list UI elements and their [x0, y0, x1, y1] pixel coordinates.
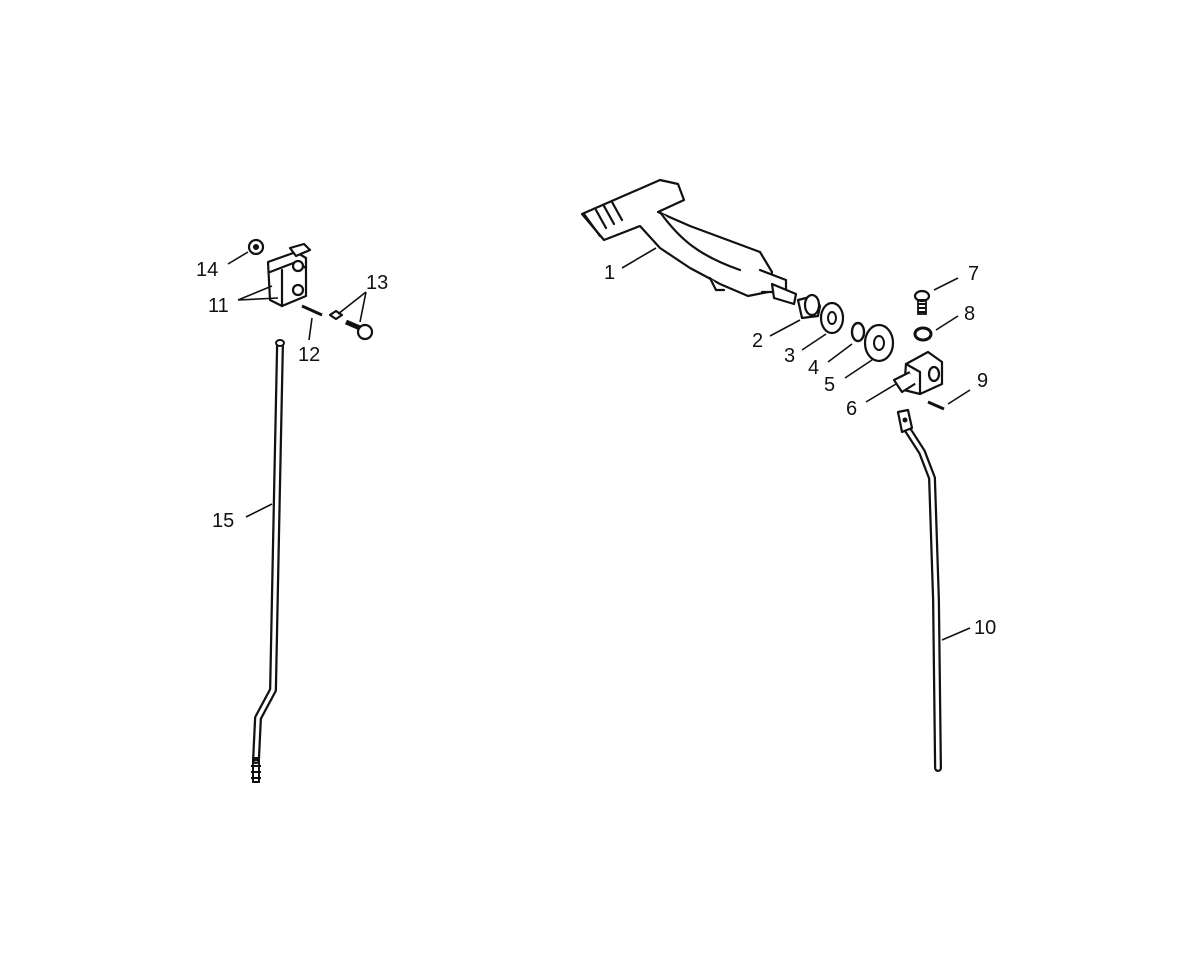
part-11-clamp-bracket	[266, 242, 312, 308]
part-1-shift-lever	[580, 178, 798, 306]
part-2-bushing	[796, 293, 822, 320]
callout-9: 9	[977, 370, 988, 392]
callout-4: 4	[808, 357, 819, 379]
callout-13: 13	[366, 272, 388, 294]
callout-1: 1	[604, 262, 615, 284]
callout-6: 6	[846, 398, 857, 420]
part-13-washer-bolt	[328, 309, 374, 341]
part-3-washer	[819, 301, 845, 335]
part-4-o-ring	[850, 321, 866, 343]
part-14-nut	[247, 238, 265, 256]
callout-3: 3	[784, 345, 795, 367]
part-9-cotter-pin	[927, 400, 945, 411]
callout-2: 2	[752, 330, 763, 352]
callout-10: 10	[974, 617, 996, 639]
part-15-rod	[251, 339, 285, 783]
callout-15: 15	[212, 510, 234, 532]
part-7-bolt	[913, 289, 931, 315]
leader-lines	[227, 247, 971, 641]
callout-7: 7	[968, 263, 979, 285]
part-6-bracket	[892, 350, 944, 396]
callout-11: 11	[208, 295, 229, 317]
callout-5: 5	[824, 374, 835, 396]
part-5-washer	[863, 323, 895, 363]
callout-12: 12	[298, 344, 320, 366]
part-8-lock-washer	[913, 326, 933, 342]
part-12-pin	[301, 304, 323, 317]
callout-14: 14	[196, 259, 218, 281]
callout-8: 8	[964, 303, 975, 325]
part-10-rod	[896, 408, 942, 772]
